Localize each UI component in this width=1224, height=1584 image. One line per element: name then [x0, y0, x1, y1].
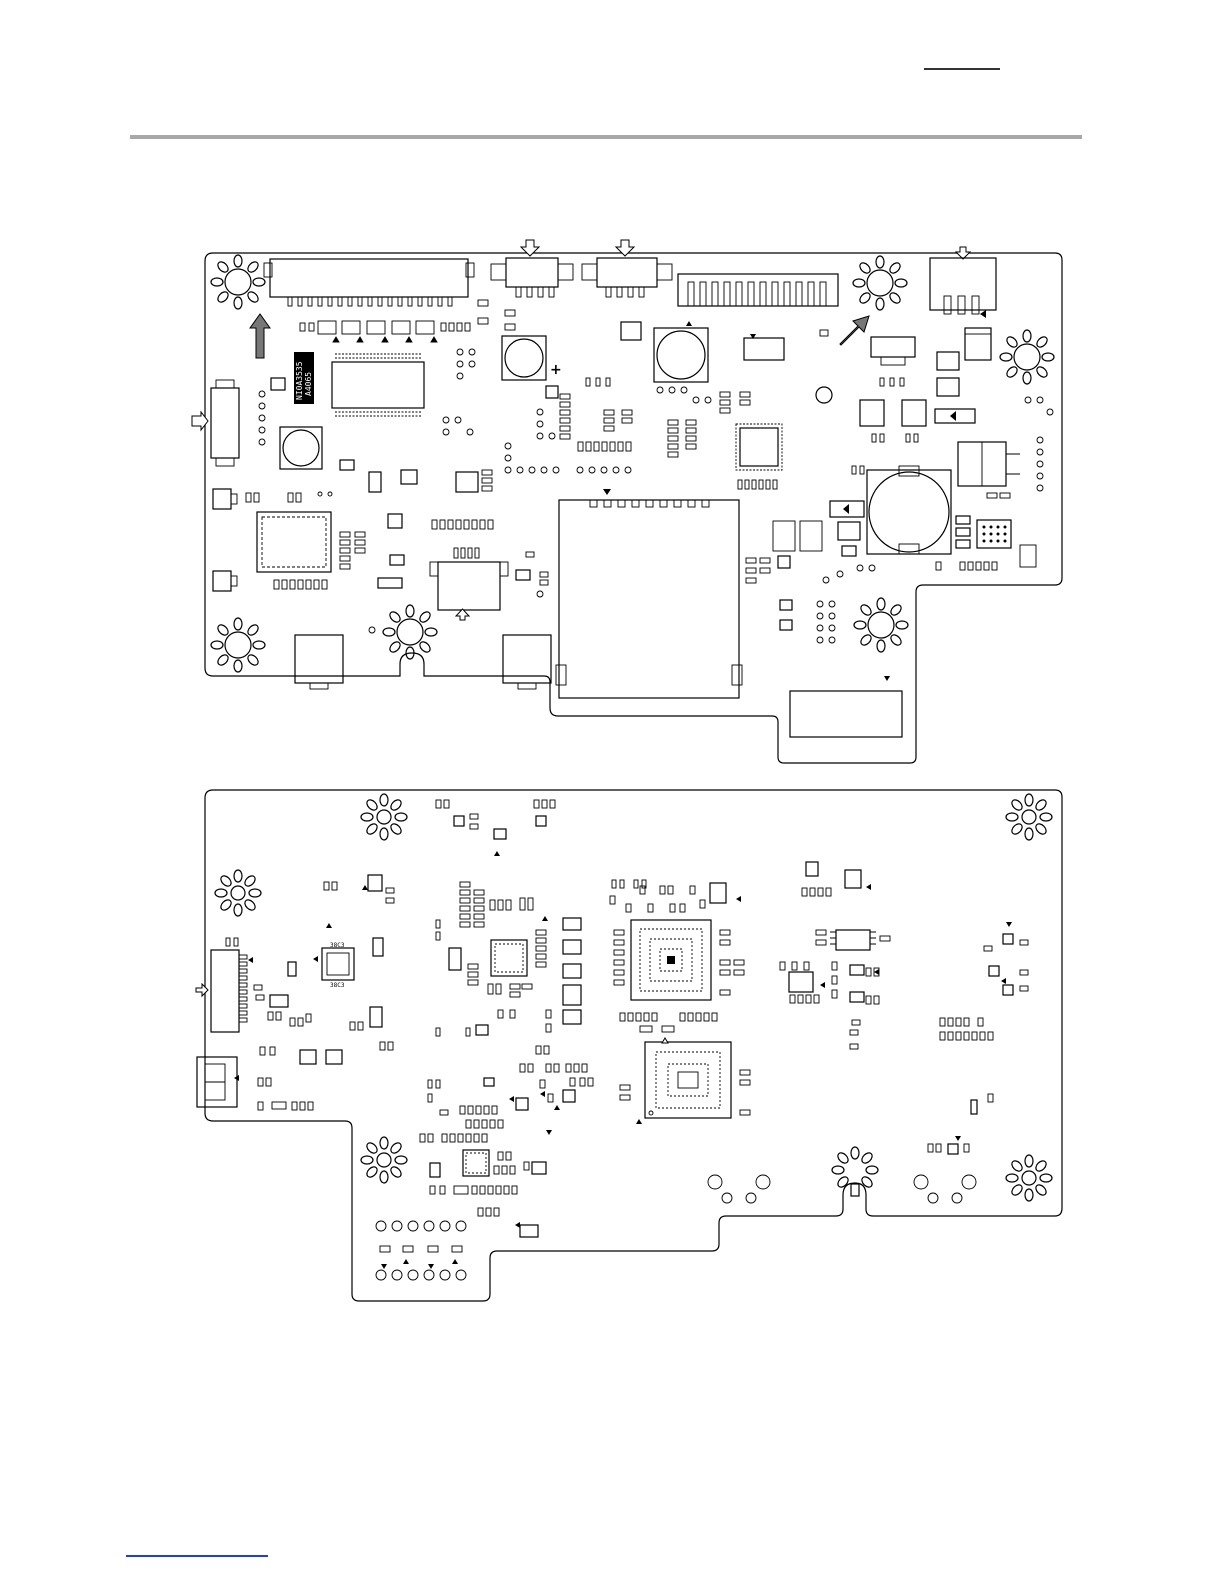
card-slot [556, 489, 742, 698]
small-ic [270, 816, 1013, 1237]
diode [830, 501, 864, 517]
inductor-column [288, 918, 977, 1177]
side-connector [192, 380, 239, 466]
bga-small [463, 1150, 489, 1176]
qfp-ic [736, 424, 782, 470]
pad-block [790, 676, 902, 737]
switch [871, 337, 915, 365]
ic-marking-1: 38C3 [330, 942, 345, 949]
header-pins [977, 520, 1011, 548]
connector-arrow-icon [956, 247, 970, 259]
passive-array [246, 300, 1010, 589]
power-connector [930, 258, 996, 318]
mounting-hole [383, 605, 437, 659]
fpc-connector-side [196, 950, 247, 1032]
mounting-hole [854, 598, 908, 652]
mounting-hole [215, 870, 261, 916]
svg-text:+: + [550, 362, 562, 378]
through-hole-row [376, 1175, 976, 1280]
qfn-ic: 38C3 38C3 [322, 942, 354, 989]
inductor [280, 427, 322, 469]
small-connector [213, 489, 237, 509]
tssop-ic [332, 354, 424, 416]
mounting-hole [1006, 1155, 1052, 1201]
coin-cell-battery [867, 466, 951, 554]
board-top-side: NI0A3535 A4065 + [192, 240, 1062, 763]
board-top-outline [205, 253, 1062, 763]
soic-ic [830, 930, 876, 950]
orientation-marker-icon [234, 851, 1012, 1269]
mounting-hole-partial [832, 1147, 878, 1196]
side-connector [197, 1057, 237, 1107]
small-connector [213, 571, 237, 591]
mounting-hole [211, 255, 265, 309]
mounting-hole [361, 1137, 407, 1183]
bga-small [491, 940, 527, 976]
via-pattern [259, 349, 1053, 643]
terminal-block [958, 442, 1020, 486]
small-ic [271, 322, 970, 630]
mounting-hole [1006, 794, 1052, 840]
passive-array [226, 800, 1028, 1252]
orientation-arrow-icon [250, 314, 270, 358]
silk-vertical-text-1: NI0A3535 [295, 361, 304, 400]
mounting-hole [211, 618, 265, 672]
led-row [318, 321, 437, 342]
header-connector [678, 274, 838, 306]
wire-connector [491, 258, 573, 297]
wire-connector [582, 258, 672, 297]
silkscreen-label: NI0A3535 A4065 [294, 352, 314, 404]
board-bottom-side: 38C3 38C3 [196, 790, 1062, 1301]
fpc-connector-bottom [430, 548, 508, 620]
qfn-module [257, 512, 331, 572]
inductor: + [502, 336, 562, 380]
connector-small [744, 334, 784, 360]
bga-memory [645, 1042, 731, 1118]
board-bottom-outline [205, 790, 1062, 1301]
silk-vertical-text-2: A4065 [304, 372, 313, 396]
ic-marking-2: 38C3 [330, 982, 345, 989]
inductor-small [860, 400, 926, 426]
test-point [816, 387, 832, 403]
bga-processor [631, 920, 711, 1000]
mounting-hole [853, 256, 907, 310]
mounting-hole [361, 794, 407, 840]
orientation-arrow-icon [840, 316, 869, 345]
audio-jack [295, 635, 343, 689]
fpc-connector-large [264, 259, 474, 306]
audio-jack [503, 635, 551, 689]
inductor [654, 321, 708, 382]
mounting-hole [1000, 330, 1054, 384]
diode [935, 409, 975, 423]
regulator [965, 328, 991, 360]
